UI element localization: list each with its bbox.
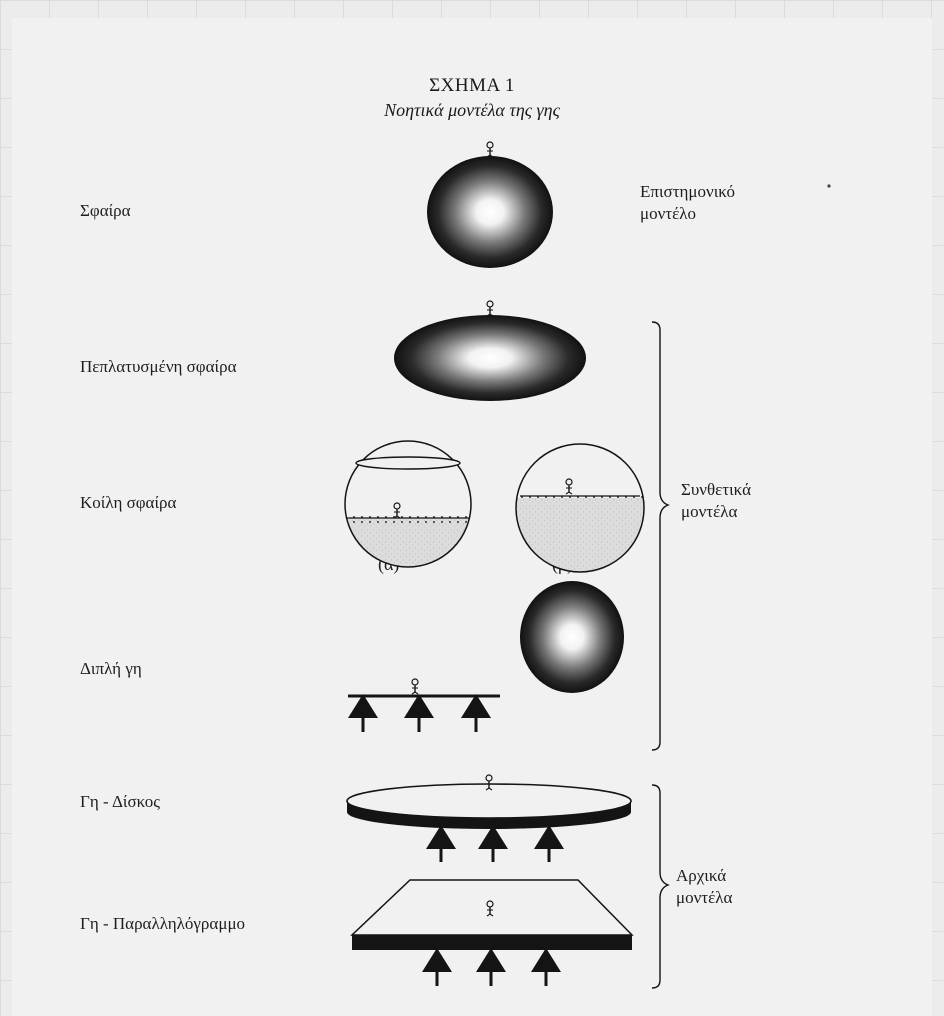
person-icon bbox=[412, 679, 418, 694]
flattened-sphere-model bbox=[394, 301, 586, 401]
hollow-sphere-a bbox=[340, 441, 480, 578]
rectangle-earth-model bbox=[352, 880, 632, 986]
hollow-sphere-b bbox=[510, 444, 650, 578]
disc-earth-model bbox=[347, 775, 631, 862]
person-icon bbox=[487, 142, 493, 157]
person-icon bbox=[566, 479, 572, 494]
brace-synthetic-icon bbox=[652, 322, 668, 750]
dual-earth-model bbox=[348, 581, 624, 732]
sphere-model bbox=[427, 142, 553, 268]
print-speck bbox=[827, 184, 830, 187]
person-icon bbox=[487, 301, 493, 316]
brace-initial-icon bbox=[652, 785, 668, 988]
